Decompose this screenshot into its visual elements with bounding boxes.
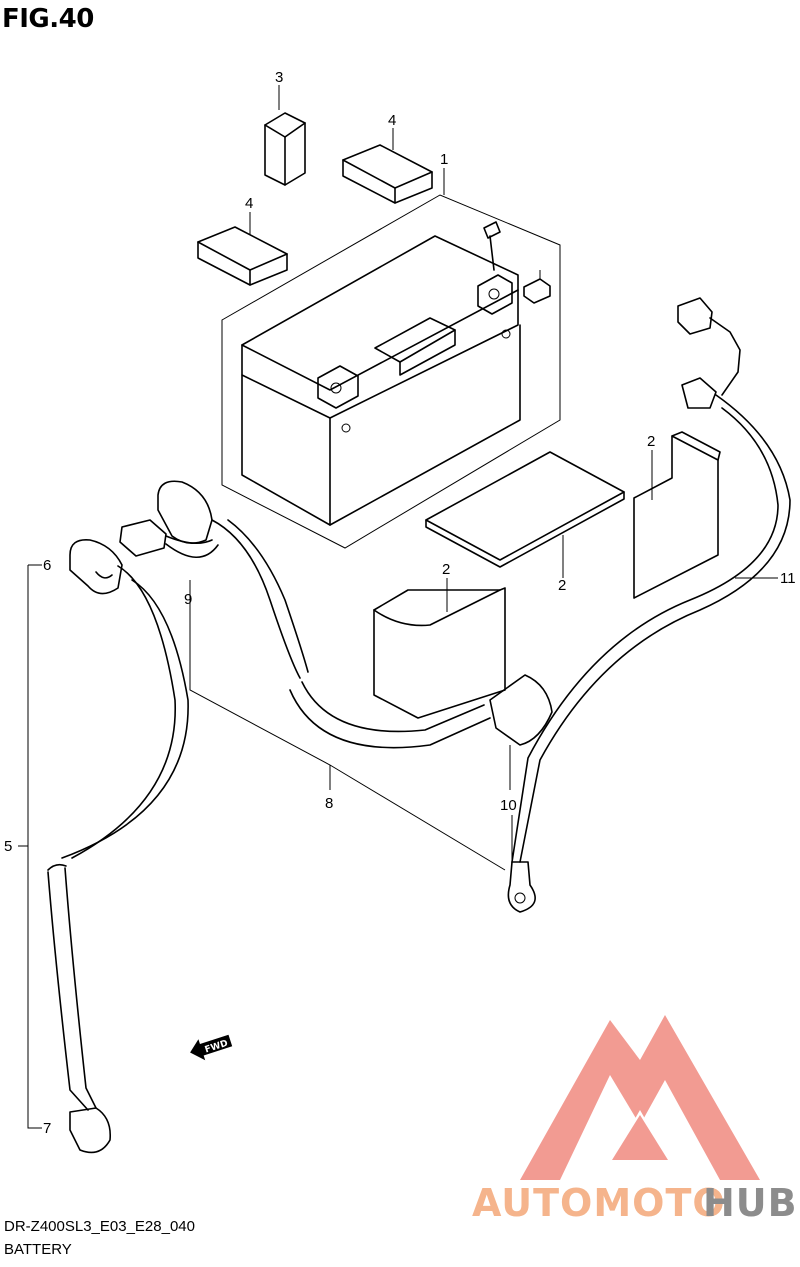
callout-2-right: 2 xyxy=(647,433,655,450)
callout-9: 9 xyxy=(184,591,192,608)
watermark-text-automoto: AUTOMOTO xyxy=(472,1181,726,1225)
callout-6: 6 xyxy=(43,557,51,574)
callout-4-left: 4 xyxy=(245,195,253,212)
callout-5: 5 xyxy=(4,838,12,855)
figure-name: BATTERY xyxy=(4,1241,72,1258)
callout-11: 11 xyxy=(780,570,796,587)
callout-2-flat: 2 xyxy=(558,577,566,594)
battery-spacer-part-3 xyxy=(264,112,306,186)
battery-cushion-part-2-right xyxy=(633,431,721,599)
callout-1: 1 xyxy=(440,151,448,168)
callout-7: 7 xyxy=(43,1120,51,1137)
battery-assembly xyxy=(221,194,561,549)
figure-title: FIG.40 xyxy=(2,4,94,34)
battery-cable-part-5 xyxy=(47,538,189,1154)
fwd-arrow-icon: FWD xyxy=(190,1034,233,1061)
watermark-logo xyxy=(520,1015,760,1180)
battery-pad-part-4-top xyxy=(342,144,433,204)
battery-cushion-part-2-center xyxy=(373,587,506,719)
model-code: DR-Z400SL3_E03_E28_040 xyxy=(4,1218,195,1235)
leader-lines xyxy=(18,85,778,1129)
battery-cushion-part-2-flat xyxy=(425,451,625,568)
battery-pad-part-4-left xyxy=(197,226,288,286)
callout-10: 10 xyxy=(500,797,517,814)
callout-3: 3 xyxy=(275,69,283,86)
callout-4-top: 4 xyxy=(388,112,396,129)
callout-8: 8 xyxy=(325,795,333,812)
battery-cable-part-8 xyxy=(119,480,553,749)
battery-cable-part-11 xyxy=(507,297,791,913)
fwd-label: FWD xyxy=(204,1039,229,1056)
watermark-text-hub: HUB xyxy=(703,1181,798,1225)
callout-2-center: 2 xyxy=(442,561,450,578)
